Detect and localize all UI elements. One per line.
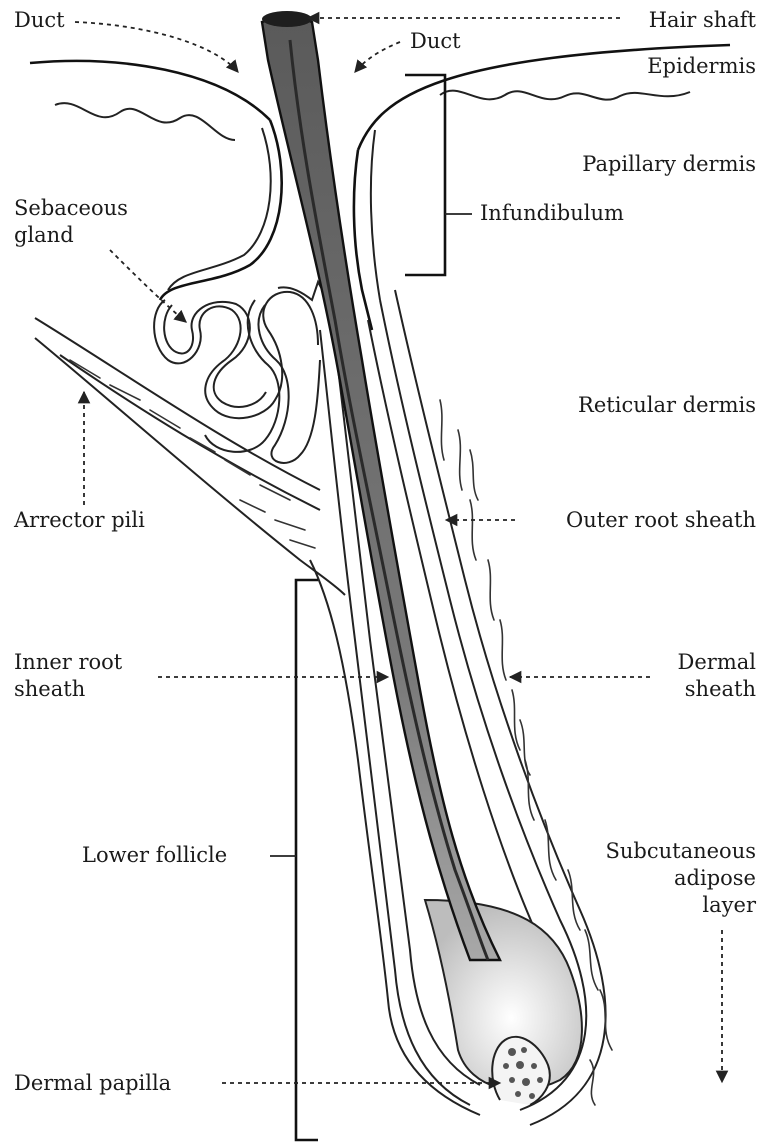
sebaceous-gland-outline	[154, 292, 318, 418]
label-duct-right: Duct	[410, 29, 461, 53]
sebaceous-gland-inner	[164, 302, 266, 407]
label-dermal-papilla: Dermal papilla	[14, 1071, 171, 1095]
label-hair-shaft: Hair shaft	[649, 8, 757, 32]
label-subcutaneous-1: Subcutaneous	[606, 839, 757, 863]
label-outer-root-sheath: Outer root sheath	[566, 508, 756, 532]
duct-left-arrow	[75, 22, 238, 72]
label-papillary-dermis: Papillary dermis	[582, 152, 756, 176]
label-subcutaneous-2: adipose	[674, 866, 756, 890]
label-arrector-pili: Arrector pili	[13, 508, 145, 532]
follicle-wall-right-outer	[354, 150, 372, 330]
label-subcutaneous-3: layer	[702, 893, 757, 917]
follicle-wall-left-outer	[160, 120, 282, 300]
label-lower-follicle: Lower follicle	[82, 843, 227, 867]
arrector-pili-muscle-upper	[35, 318, 320, 490]
dermal-junction-left	[55, 103, 235, 140]
arrector-pili-muscle-lower	[35, 338, 345, 595]
label-duct-left: Duct	[14, 8, 65, 32]
hair-shaft-tip	[262, 11, 312, 27]
hair-shaft	[262, 18, 500, 961]
label-sebaceous-gland-2: gland	[14, 223, 74, 247]
lower-follicle-bracket	[296, 580, 318, 1140]
duct-right-arrow	[355, 42, 400, 72]
label-dermal-sheath-2: sheath	[685, 677, 756, 701]
epidermis-surface-left	[30, 61, 270, 120]
follicle-wall-right-inner	[371, 130, 380, 300]
label-infundibulum: Infundibulum	[480, 201, 624, 225]
dermal-junction-right	[440, 91, 690, 100]
follicle-wall-left-inner	[168, 128, 271, 290]
infundibulum-bracket	[405, 75, 445, 275]
sebaceous-gland-arrow	[110, 250, 186, 322]
label-inner-root-sheath-2: sheath	[14, 677, 85, 701]
label-dermal-sheath-1: Dermal	[678, 650, 757, 674]
label-epidermis: Epidermis	[647, 54, 756, 78]
label-reticular-dermis: Reticular dermis	[578, 393, 756, 417]
label-sebaceous-gland-1: Sebaceous	[14, 196, 128, 220]
label-inner-root-sheath-1: Inner root	[14, 650, 123, 674]
